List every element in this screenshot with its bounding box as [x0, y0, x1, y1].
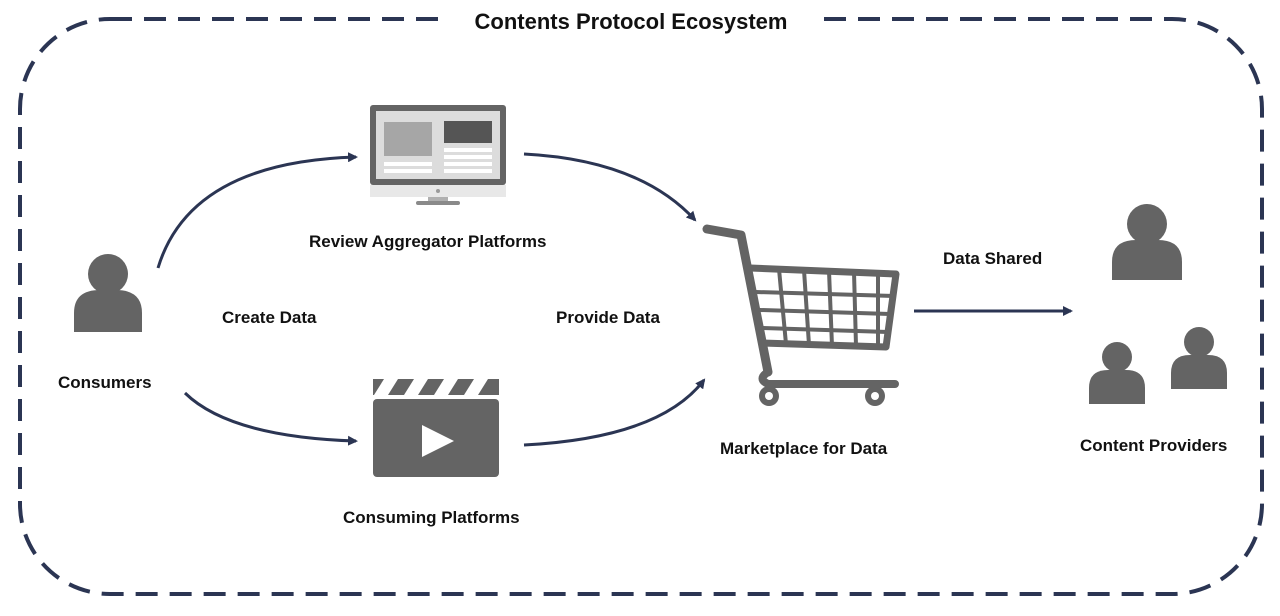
shopping-cart-icon	[702, 224, 900, 388]
consumer-person-icon	[74, 254, 142, 332]
clapperboard-play-icon	[373, 379, 499, 477]
marketplace-label: Marketplace for Data	[720, 439, 888, 458]
monitor-icon	[370, 105, 506, 205]
data-shared-label: Data Shared	[943, 249, 1043, 268]
arrow-consumers-to-consuming	[183, 391, 358, 446]
people-group-icon	[1089, 204, 1227, 404]
content-providers-label: Content Providers	[1080, 436, 1228, 455]
review-platforms-label: Review Aggregator Platforms	[309, 232, 547, 251]
diagram-title: Contents Protocol Ecosystem	[440, 8, 822, 36]
cart-wheels	[759, 386, 885, 406]
consumers-label: Consumers	[58, 373, 152, 392]
provide-data-label: Provide Data	[556, 308, 660, 327]
arrow-consumers-to-review	[156, 152, 358, 269]
consuming-platforms-label: Consuming Platforms	[343, 508, 520, 527]
arrow-review-to-marketplace	[523, 152, 697, 222]
create-data-label: Create Data	[222, 308, 317, 327]
arrow-consuming-to-marketplace	[523, 378, 706, 447]
ecosystem-boundary	[18, 17, 1264, 596]
